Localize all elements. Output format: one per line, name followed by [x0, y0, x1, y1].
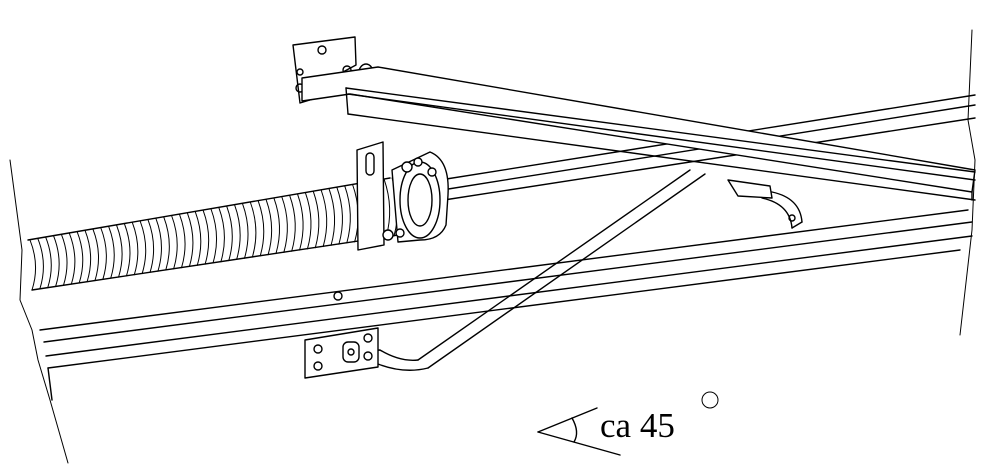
rail-screw — [333, 214, 796, 301]
spring-coil — [289, 195, 296, 252]
torsion-spring — [27, 177, 399, 291]
spring-coil — [210, 208, 217, 264]
spring-coil — [139, 220, 147, 275]
spring-coil — [147, 219, 155, 273]
spring-coil — [131, 221, 139, 276]
spring-coil — [60, 234, 68, 286]
spring-coil — [304, 192, 312, 250]
spring-coil — [336, 186, 343, 245]
spring-coil — [123, 223, 131, 277]
spring-coil — [218, 207, 225, 263]
spring-coil — [265, 199, 273, 256]
spring-anchor-bracket — [356, 141, 449, 251]
spring-coil — [234, 204, 241, 260]
spring-coil — [312, 190, 320, 249]
spring-coil — [76, 231, 84, 284]
spring-coil — [241, 203, 249, 259]
spring-coil — [53, 235, 60, 287]
spring-coil — [186, 212, 194, 268]
spring-coil — [116, 224, 123, 278]
spring-coil — [249, 201, 257, 258]
spring-coil — [194, 211, 202, 266]
spring-coil — [68, 232, 76, 285]
spring-coil — [344, 185, 351, 244]
spring-coil — [92, 228, 99, 282]
spring-coil — [37, 238, 44, 290]
angle-indicator — [537, 391, 719, 456]
spring-coil — [29, 239, 36, 291]
spring-coil — [257, 200, 265, 257]
spring-coil — [179, 213, 186, 269]
spring-coil — [320, 189, 328, 248]
spring-coil — [163, 216, 170, 271]
spring-coil — [84, 230, 92, 283]
angle-label: ca 45 — [600, 406, 675, 445]
spring-coil — [171, 215, 178, 270]
spring-coil — [273, 197, 280, 255]
spring-coil — [45, 236, 52, 289]
left-wall-outline — [9, 159, 69, 464]
opener-rail — [301, 66, 976, 201]
door-bracket — [304, 327, 379, 379]
spring-coil — [226, 205, 233, 262]
spring-coil — [383, 178, 391, 238]
spring-coil — [155, 217, 162, 272]
spring-coil — [328, 188, 336, 246]
spring-coil — [202, 209, 210, 265]
header-rail — [39, 209, 973, 401]
spring-coil — [108, 226, 115, 279]
spring-coil — [281, 196, 288, 253]
spring-coil — [297, 193, 304, 251]
right-wall-outline — [959, 29, 976, 336]
rail-trolley — [727, 179, 803, 229]
spring-coil — [100, 227, 107, 280]
